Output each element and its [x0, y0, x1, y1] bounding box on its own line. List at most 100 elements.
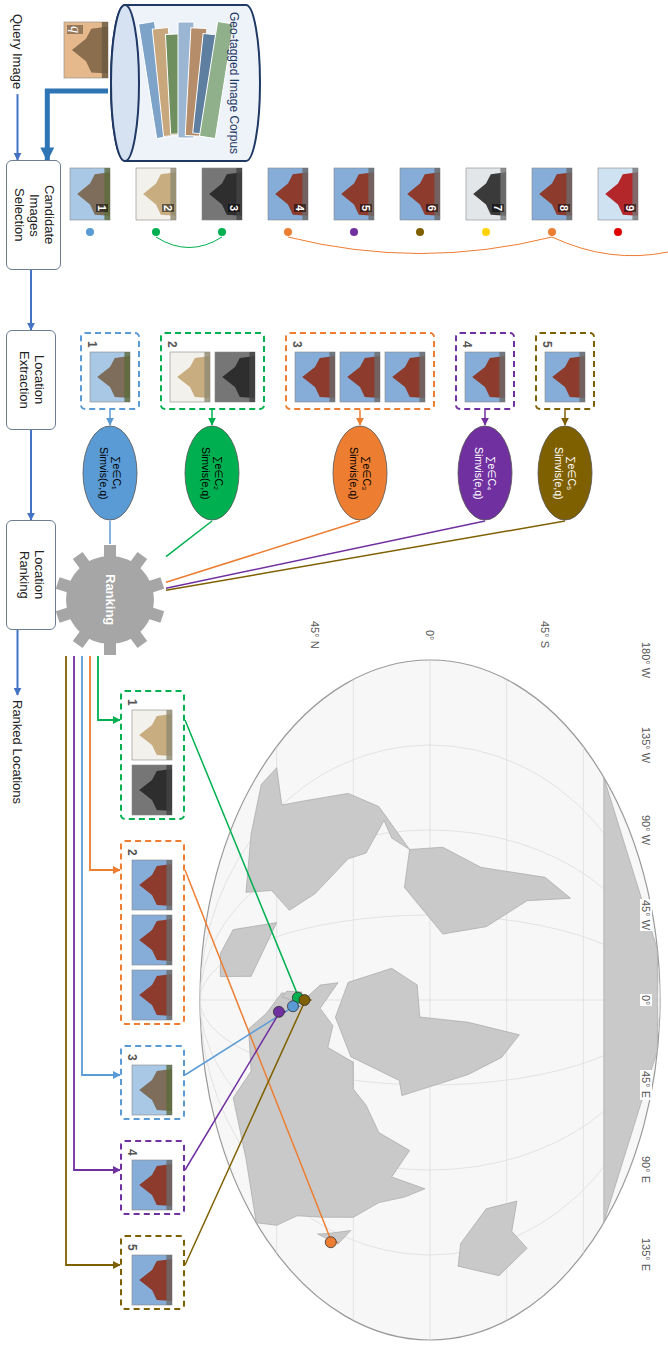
cluster-dot — [548, 228, 556, 236]
connector — [359, 410, 361, 425]
callout-number: 4 — [294, 204, 306, 212]
connector — [109, 521, 111, 544]
map-body — [200, 660, 660, 1340]
cluster-dot — [284, 228, 292, 236]
cluster-arc — [552, 237, 668, 256]
connector — [564, 410, 566, 425]
photo-ground — [104, 168, 110, 220]
cluster-dot — [416, 228, 424, 236]
photo-thumbnail — [202, 168, 242, 220]
ranked-location-box: 2 — [120, 840, 185, 1025]
node-label: ∑e∈C₃ Simvis(e,q) — [347, 433, 372, 513]
map-landmass — [404, 847, 570, 934]
photo-ground — [166, 1255, 172, 1305]
callout-number: 5 — [125, 1244, 139, 1251]
ellipse-outline — [458, 426, 512, 520]
map-meridian — [200, 745, 660, 1255]
leader-line — [185, 870, 332, 1242]
node-label: Location Ranking — [16, 526, 46, 624]
map-landmass — [604, 777, 658, 1222]
ranked-location-box: 4 — [120, 1140, 185, 1215]
axis-label: 180° W — [640, 641, 652, 679]
map-pin — [287, 1001, 298, 1012]
photo-thumbnail — [170, 352, 210, 402]
stage-arrow — [17, 630, 19, 695]
photo-thumbnail — [340, 352, 380, 402]
axis-label: 135° E — [640, 1237, 652, 1272]
location-group-box: 3 — [285, 332, 435, 410]
cluster-arc — [156, 237, 222, 248]
photo-ground — [566, 168, 572, 220]
photo-thumbnail — [532, 168, 572, 220]
node-label: Candidate Images Selection — [11, 166, 56, 264]
photo-thumbnail — [132, 1255, 172, 1305]
axis-label: 45° E — [640, 1070, 652, 1099]
cluster-dot — [152, 228, 160, 236]
ellipse-outline — [333, 426, 387, 520]
photo-ground — [166, 765, 172, 815]
photo-thumbnail — [132, 1065, 172, 1115]
location-group-box: 1 — [80, 332, 140, 410]
photo-thumbnail — [334, 168, 374, 220]
connector — [30, 430, 32, 520]
photo-ground — [166, 970, 172, 1020]
connector — [166, 521, 212, 557]
photo-thumbnail — [70, 168, 110, 220]
connector — [82, 656, 120, 1075]
cylinder-top — [111, 5, 139, 161]
callout-number: 2 — [162, 204, 174, 212]
callout-number: 6 — [426, 204, 438, 212]
photo-ground — [166, 710, 172, 760]
stage-box: Location Ranking — [6, 520, 56, 630]
leader-line — [185, 1006, 294, 1075]
ranked-location-box: 3 — [120, 1045, 185, 1120]
ranked-location-box: 5 — [120, 1235, 185, 1310]
connector — [30, 270, 32, 330]
photo-thumbnail — [132, 1160, 172, 1210]
connector — [484, 410, 486, 425]
callout-number: 8 — [558, 204, 570, 212]
cluster-dot — [86, 228, 94, 236]
connector — [166, 521, 485, 588]
similarity-ellipse: ∑e∈C₂ Simvis(e,q) — [184, 425, 240, 521]
callout-number: 5 — [360, 204, 372, 212]
callout-number: 3 — [125, 1054, 139, 1061]
photo-thumbnail — [385, 352, 425, 402]
photo-thumbnail — [466, 168, 506, 220]
cluster-dot — [350, 228, 358, 236]
cluster-dot — [482, 228, 490, 236]
photo-thumbnail — [132, 860, 172, 910]
photo-thumbnail — [400, 168, 440, 220]
similarity-ellipse: ∑e∈C₄ Simvis(e,q) — [457, 425, 513, 521]
stage-label: q — [67, 25, 83, 34]
connector — [98, 656, 120, 720]
cluster-dot — [614, 228, 622, 236]
connector — [66, 656, 120, 1265]
node-label: Geo-tagged Image Corpus — [226, 12, 240, 154]
similarity-ellipse: ∑e∈C₁ Simvis(e,q) — [82, 425, 138, 521]
map-pin — [325, 1237, 336, 1248]
map-landmass — [220, 923, 276, 977]
photo-ground — [302, 168, 308, 220]
photo-thumbnail — [132, 765, 172, 815]
node-label: Ranking — [103, 574, 118, 625]
photo-ground — [170, 168, 176, 220]
photo-thumbnail — [268, 168, 308, 220]
axis-label: 90° E — [640, 1155, 652, 1184]
axis-label: 90° W — [640, 814, 652, 846]
ellipse-outline — [185, 426, 239, 520]
similarity-ellipse: ∑e∈C₅ Simvis(e,q) — [537, 425, 593, 521]
node-label: ∑e∈C₅ Simvis(e,q) — [552, 433, 577, 513]
connector — [211, 410, 213, 425]
callout-number: 7 — [492, 204, 504, 212]
location-group-box: 5 — [535, 332, 595, 410]
photo-thumbnail — [136, 168, 176, 220]
map-outline — [200, 660, 660, 1340]
map-pin — [273, 1006, 284, 1017]
location-group-box: 2 — [160, 332, 265, 410]
photo-ground — [166, 915, 172, 965]
callout-number: 4 — [460, 341, 474, 348]
stage-label: Query Image — [10, 14, 25, 89]
photo-ground — [374, 352, 380, 402]
